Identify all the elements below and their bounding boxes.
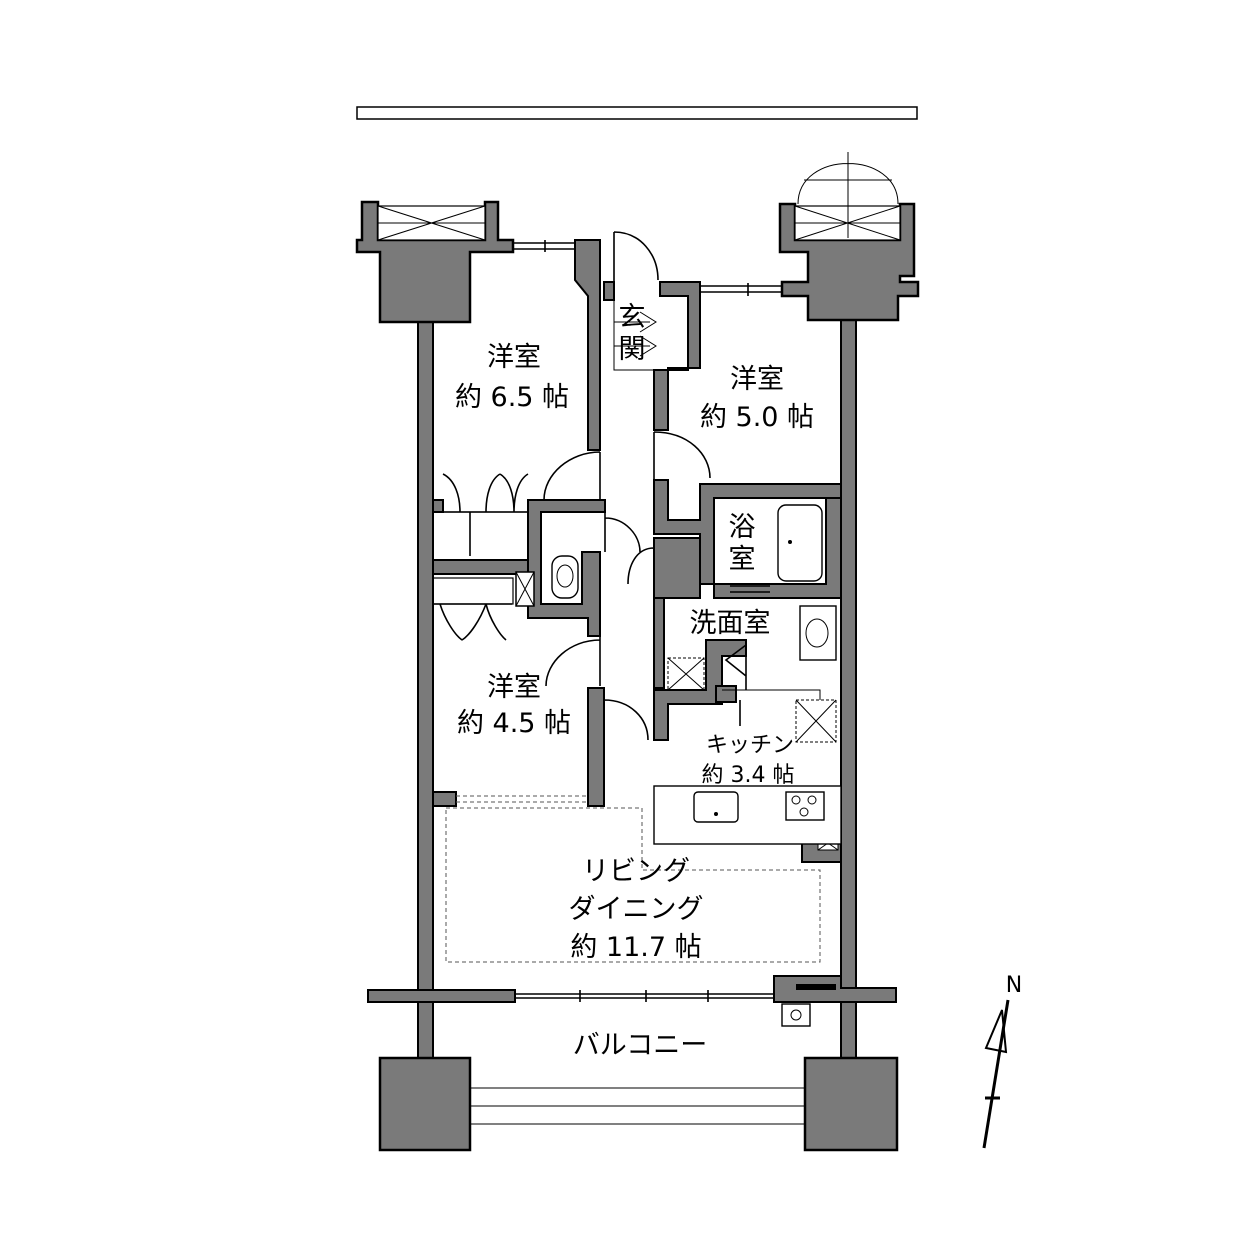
left-outer-wall bbox=[417, 319, 434, 1051]
closet-room3 bbox=[433, 603, 512, 641]
washer-pan bbox=[667, 657, 705, 691]
washroom-door bbox=[724, 640, 747, 690]
room2-door bbox=[653, 431, 711, 480]
balcony-wall-left bbox=[367, 989, 516, 1003]
bottom-left-column bbox=[378, 1056, 472, 1152]
wall-stub bbox=[715, 685, 737, 703]
washroom-label: 洗面室 bbox=[690, 608, 771, 639]
bathtub bbox=[777, 504, 823, 582]
balcony-post-left bbox=[417, 1001, 434, 1063]
living-sash bbox=[515, 990, 774, 1002]
wall-bath bbox=[713, 497, 842, 599]
kitchen-area: 約 3.4 帖 bbox=[702, 763, 795, 788]
north-arrow-icon bbox=[982, 999, 1010, 1149]
room1-door bbox=[543, 451, 601, 501]
entrance-label-1: 玄 bbox=[619, 302, 646, 333]
entrance-label-2: 関 bbox=[619, 334, 646, 365]
living-label-2: ダイニング bbox=[569, 894, 704, 925]
room3-name: 洋室 bbox=[487, 672, 541, 703]
balcony-rail bbox=[470, 1087, 805, 1125]
ld-dashed-outline bbox=[445, 807, 821, 963]
north-label: N bbox=[1006, 973, 1022, 998]
wall-room3-east bbox=[587, 687, 605, 807]
room3-area: 約 4.5 帖 bbox=[457, 708, 571, 739]
balcony-faucet bbox=[781, 1003, 811, 1027]
closet-room1 bbox=[442, 473, 529, 556]
room3-door bbox=[545, 636, 601, 687]
vanity bbox=[799, 605, 837, 661]
wall-washroom bbox=[653, 597, 665, 689]
corridor-strip bbox=[356, 106, 918, 120]
living-area: 約 11.7 帖 bbox=[570, 932, 701, 963]
bath-label-1: 浴 bbox=[729, 512, 756, 543]
cooktop bbox=[785, 791, 825, 821]
bay-window bbox=[797, 152, 899, 238]
right-outer-wall bbox=[840, 317, 857, 1051]
balcony-label: バルコニー bbox=[573, 1030, 707, 1061]
kitchen-name: キッチン bbox=[706, 733, 794, 758]
wall-room1-east bbox=[574, 239, 601, 451]
wall-entrance-left bbox=[603, 281, 615, 301]
entrance-door bbox=[613, 231, 659, 282]
wall-room3-north bbox=[432, 559, 529, 575]
toilet bbox=[551, 555, 579, 599]
room1-area: 約 6.5 帖 bbox=[455, 382, 569, 413]
wall-room3-south bbox=[432, 791, 457, 807]
kitchen-sink bbox=[693, 791, 739, 823]
living-label-1: リビング bbox=[582, 856, 690, 887]
storage-door bbox=[627, 547, 655, 585]
balcony-post-right bbox=[840, 1001, 857, 1063]
hall-door bbox=[603, 699, 649, 741]
room2-area: 約 5.0 帖 bbox=[700, 402, 814, 433]
wall-room1-south bbox=[432, 499, 444, 513]
wall-storage bbox=[653, 537, 701, 599]
wall-entrance bbox=[653, 281, 701, 431]
fridge-space bbox=[795, 699, 837, 743]
bath-label-2: 室 bbox=[729, 544, 756, 575]
bath-door bbox=[730, 585, 770, 593]
bottom-right-column bbox=[803, 1056, 899, 1152]
toilet-door bbox=[604, 512, 641, 553]
room2-name: 洋室 bbox=[730, 364, 784, 395]
room1-name: 洋室 bbox=[487, 342, 541, 373]
